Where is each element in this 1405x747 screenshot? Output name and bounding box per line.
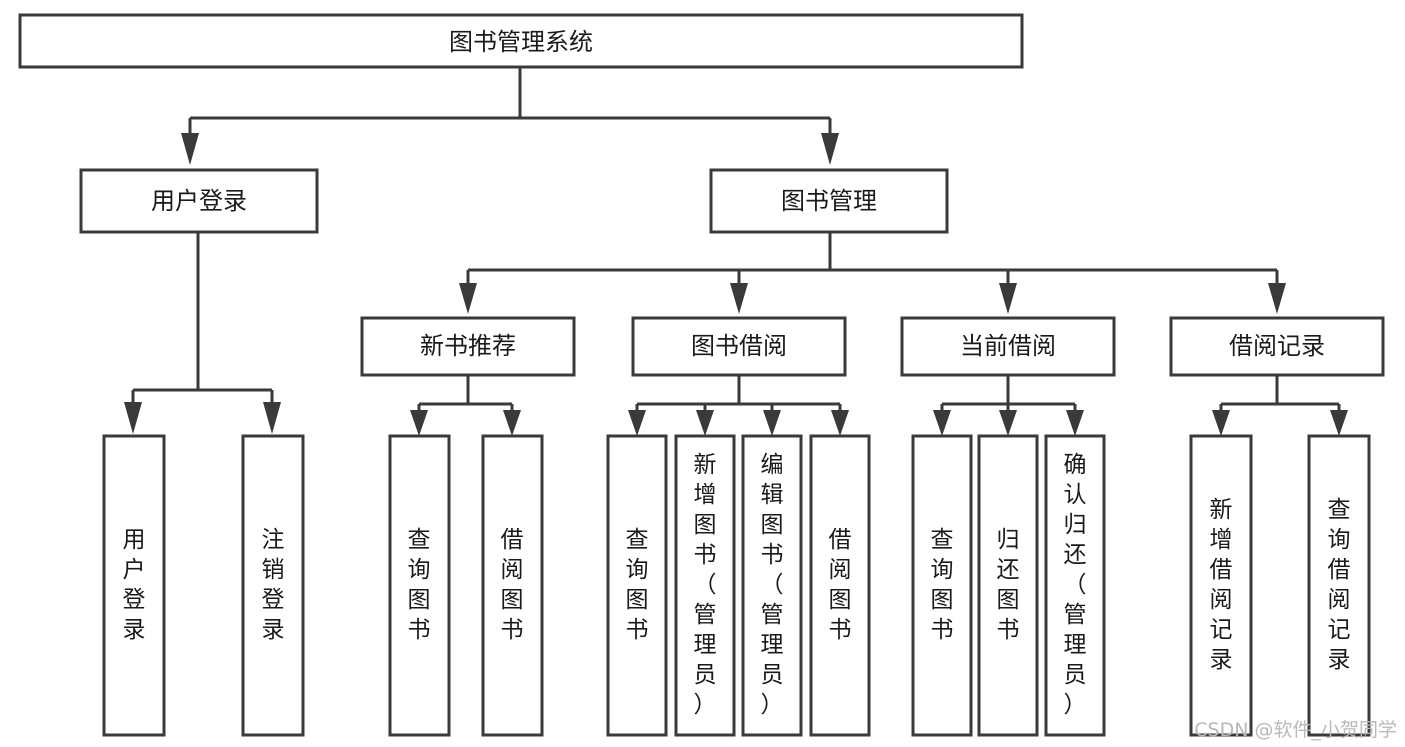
node-box-leaf-add-record[interactable] [1189, 434, 1253, 737]
node-label-book-manage: 图书管理 [781, 187, 877, 215]
node-label-leaf-borrow-book-2: 借阅图书 [829, 527, 852, 643]
arrow-head-leaf-confirm-return [1066, 410, 1084, 436]
node-label-leaf-query-book-2: 查询图书 [626, 527, 649, 643]
node-label-root: 图书管理系统 [449, 28, 593, 56]
node-label-borrow-record: 借阅记录 [1229, 332, 1325, 360]
arrow-head-leaf-query-book-1 [410, 410, 428, 436]
node-leaf-logout[interactable]: 注销登录 [241, 434, 305, 737]
arrow-head-leaf-query-record [1330, 410, 1348, 436]
connector-new-book-to-leaves [410, 375, 521, 436]
node-box-leaf-borrow-book-1[interactable] [481, 434, 544, 737]
node-box-root[interactable] [18, 13, 1024, 69]
node-root-system[interactable]: 图书管理系统 [18, 13, 1024, 69]
node-box-leaf-confirm-return[interactable] [1044, 434, 1106, 737]
node-leaf-edit-book[interactable]: 编辑图书（管理员） [741, 434, 803, 737]
arrow-head-leaf-add-book [696, 410, 714, 436]
node-label-leaf-logout: 注销登录 [262, 527, 285, 643]
node-current-borrow[interactable]: 当前借阅 [900, 316, 1116, 377]
node-label-book-borrow: 图书借阅 [691, 332, 787, 360]
arrow-head-new-book-recommend [459, 283, 477, 314]
node-box-leaf-query-book-1[interactable] [388, 434, 451, 737]
arrow-head-leaf-borrow-book-2 [831, 410, 849, 436]
arrow-head-book-borrow [730, 283, 748, 314]
arrow-head-leaf-query-book-3 [933, 410, 951, 436]
arrow-head-borrow-record [1268, 283, 1286, 314]
node-box-new-book-recommend[interactable] [360, 316, 576, 377]
node-box-user-login[interactable] [79, 168, 319, 234]
arrow-head-leaf-user-login [124, 402, 142, 434]
node-label-new-book-recommend: 新书推荐 [420, 332, 516, 360]
node-borrow-record[interactable]: 借阅记录 [1169, 316, 1385, 377]
node-label-leaf-add-record: 新增借阅记录 [1210, 497, 1233, 673]
node-leaf-query-book-3[interactable]: 查询图书 [911, 434, 973, 737]
node-leaf-return-book[interactable]: 归还图书 [977, 434, 1039, 737]
connector-root-to-level2 [181, 67, 839, 165]
node-leaf-query-book-2[interactable]: 查询图书 [606, 434, 668, 737]
node-leaf-add-book[interactable]: 新增图书（管理员） [674, 434, 736, 737]
node-box-leaf-logout[interactable] [241, 434, 305, 737]
node-leaf-borrow-book-2[interactable]: 借阅图书 [809, 434, 871, 737]
node-leaf-add-record[interactable]: 新增借阅记录 [1189, 434, 1253, 737]
node-label-current-borrow: 当前借阅 [960, 332, 1056, 360]
node-box-leaf-query-record[interactable] [1307, 434, 1371, 737]
node-box-leaf-edit-book[interactable] [741, 434, 803, 737]
arrow-head-leaf-return-book [999, 410, 1017, 436]
arrow-head-leaf-add-record [1212, 410, 1230, 436]
node-label-leaf-borrow-book-1: 借阅图书 [501, 527, 524, 643]
node-label-leaf-query-record: 查询借阅记录 [1328, 497, 1351, 673]
arrow-head-leaf-borrow-book-1 [503, 410, 521, 436]
connector-user-login-to-leaves [124, 232, 281, 434]
node-label-leaf-return-book: 归还图书 [997, 527, 1020, 643]
arrow-head-user-login [181, 133, 199, 165]
node-label-leaf-user-login: 用户登录 [123, 527, 146, 643]
arrow-head-leaf-logout [263, 402, 281, 434]
node-leaf-query-record[interactable]: 查询借阅记录 [1307, 434, 1371, 737]
node-box-leaf-query-book-3[interactable] [911, 434, 973, 737]
node-box-leaf-query-book-2[interactable] [606, 434, 668, 737]
node-box-leaf-user-login[interactable] [102, 434, 166, 737]
node-box-leaf-borrow-book-2[interactable] [809, 434, 871, 737]
node-label-leaf-add-book: 新增图书（管理员） [694, 452, 717, 718]
connector-current-borrow-to-leaves [933, 375, 1084, 436]
connector-borrow-record-to-leaves [1212, 375, 1348, 436]
arrow-head-book-manage [821, 133, 839, 165]
node-box-borrow-record[interactable] [1169, 316, 1385, 377]
node-label-leaf-query-book-3: 查询图书 [931, 527, 954, 643]
node-leaf-query-book-1[interactable]: 查询图书 [388, 434, 451, 737]
node-label-leaf-query-book-1: 查询图书 [408, 527, 431, 643]
node-label-leaf-edit-book: 编辑图书（管理员） [761, 452, 784, 718]
node-new-book-recommend[interactable]: 新书推荐 [360, 316, 576, 377]
connector-book-borrow-to-leaves [628, 375, 849, 436]
connector-book-manage-to-level3 [459, 232, 1286, 314]
node-leaf-confirm-return[interactable]: 确认归还（管理员） [1044, 434, 1106, 737]
node-user-login[interactable]: 用户登录 [79, 168, 319, 234]
node-box-current-borrow[interactable] [900, 316, 1116, 377]
node-box-book-borrow[interactable] [631, 316, 847, 377]
node-box-book-manage[interactable] [709, 168, 949, 234]
node-book-manage[interactable]: 图书管理 [709, 168, 949, 234]
node-leaf-borrow-book-1[interactable]: 借阅图书 [481, 434, 544, 737]
node-book-borrow[interactable]: 图书借阅 [631, 316, 847, 377]
watermark-label: CSDN @软件_小贺同学 [1194, 719, 1397, 741]
node-box-leaf-add-book[interactable] [674, 434, 736, 737]
node-box-leaf-return-book[interactable] [977, 434, 1039, 737]
node-label-user-login: 用户登录 [151, 187, 247, 215]
arrow-head-leaf-edit-book [763, 410, 781, 436]
arrow-head-current-borrow [999, 283, 1017, 314]
arrow-head-leaf-query-book-2 [628, 410, 646, 436]
node-label-leaf-confirm-return: 确认归还（管理员） [1064, 452, 1087, 718]
node-leaf-user-login[interactable]: 用户登录 [102, 434, 166, 737]
